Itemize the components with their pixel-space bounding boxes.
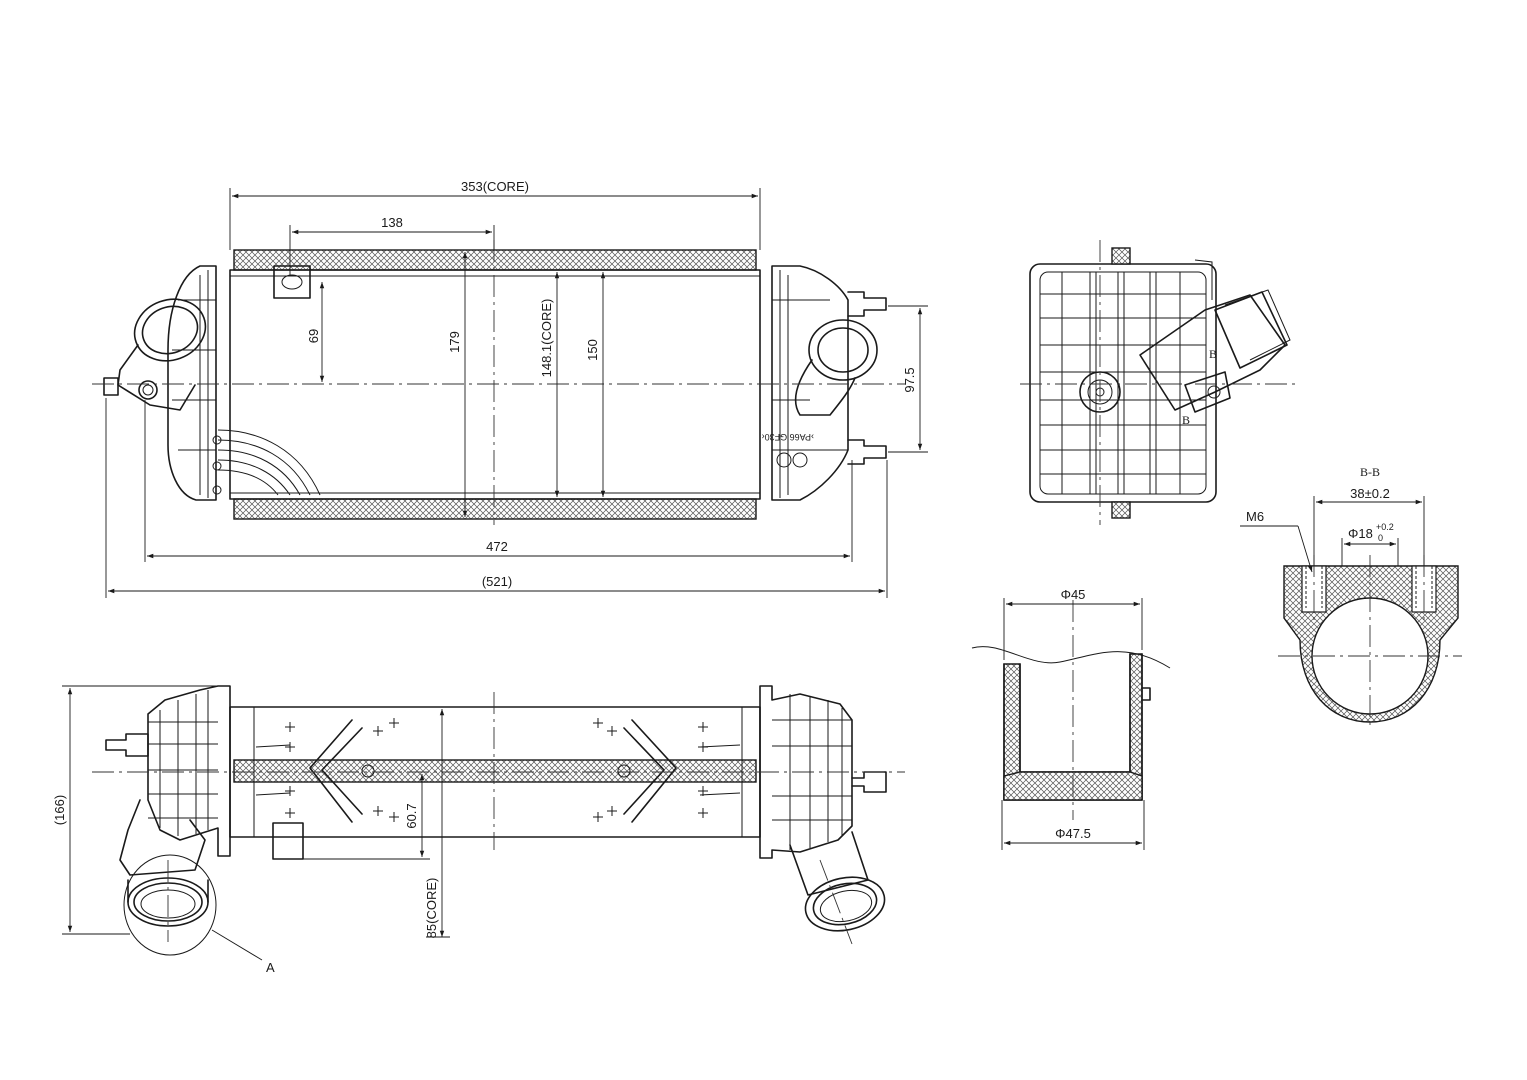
section-title: B-B xyxy=(1360,465,1380,479)
dim-pipe-outer-label: Φ47.5 xyxy=(1055,826,1091,841)
core-body xyxy=(229,269,761,500)
chevron-right xyxy=(623,719,677,823)
tank-end-outline xyxy=(1029,263,1217,503)
detail-a-circle xyxy=(123,854,217,956)
dim-179-label: 179 xyxy=(447,331,462,353)
dim-138-label: 138 xyxy=(381,215,403,230)
dim-38-label: 38±0.2 xyxy=(1350,486,1390,501)
thread-label: M6 xyxy=(1246,509,1264,524)
material-mark: ›PA66 GF30‹ xyxy=(762,432,814,442)
stud-top xyxy=(847,291,887,317)
dim-core-width: 353(CORE) xyxy=(229,179,761,250)
top-mount xyxy=(1111,247,1131,265)
dim-60-7-label: 60.7 xyxy=(404,803,419,828)
dim-150-label: 150 xyxy=(585,339,600,361)
right-tank-top xyxy=(759,685,853,859)
dim-core-depth-label: 85(CORE) xyxy=(424,878,439,939)
bracket-bottom xyxy=(272,822,304,860)
dim-bore-label: Φ18 xyxy=(1348,526,1373,541)
dim-overall-depth-label: (166) xyxy=(52,795,67,825)
left-pipe-top xyxy=(119,799,206,876)
dim-bore-tol-upper: +0.2 xyxy=(1376,522,1394,532)
dim-overall-length-label: (521) xyxy=(482,574,512,589)
section-mark-upper: B xyxy=(1209,347,1217,361)
dim-179: 179 xyxy=(447,252,468,517)
dim-69: 69 xyxy=(306,282,325,382)
pipe-section: Φ45 Φ47.5 xyxy=(971,587,1171,850)
core-bottom-plate xyxy=(233,498,757,520)
front-view: ›PA66 GF30‹ 353(CORE) 138 69 179 148.1(C xyxy=(92,179,928,598)
dim-core-height: 148.1(CORE) xyxy=(539,272,560,497)
dim-472-label: 472 xyxy=(486,539,508,554)
right-pipe-top xyxy=(789,831,869,896)
left-inlet-pipe xyxy=(103,298,207,411)
top-view: A (166) 60.7 85(C xyxy=(52,685,905,975)
chevron-left xyxy=(309,719,363,823)
dim-97-5: 97.5 xyxy=(888,305,928,453)
side-view: B B xyxy=(1020,240,1300,525)
left-tank xyxy=(167,265,217,501)
stud-bottom xyxy=(847,439,887,465)
dim-69-label: 69 xyxy=(306,329,321,343)
dim-97-5-label: 97.5 xyxy=(902,367,917,392)
section-b-b: B-B 38±0.2 Φ18 +0.2 0 M6 xyxy=(1240,465,1462,725)
dim-138: 138 xyxy=(289,215,495,275)
dim-core-height-label: 148.1(CORE) xyxy=(539,299,554,378)
right-tank xyxy=(771,265,849,501)
dim-overall-length: (521) xyxy=(105,398,888,598)
mount-bracket xyxy=(273,265,311,299)
dim-overall-depth: (166) xyxy=(52,685,218,935)
dim-core-depth: 85(CORE) xyxy=(424,709,450,938)
core-top-plate xyxy=(233,249,757,271)
left-tank-top xyxy=(147,685,231,857)
section-mark-lower: B xyxy=(1182,413,1190,427)
dim-bore-tol-lower: 0 xyxy=(1378,533,1383,543)
dim-472: 472 xyxy=(144,400,853,562)
dim-150: 150 xyxy=(585,272,606,497)
angled-port xyxy=(1139,259,1291,413)
right-outlet-pipe xyxy=(794,319,878,416)
dim-60-7: 60.7 xyxy=(303,774,430,860)
bottom-mount xyxy=(1111,501,1131,519)
dim-core-width-label: 353(CORE) xyxy=(461,179,529,194)
detail-a-label: A xyxy=(266,960,275,975)
dim-pipe-inner-label: Φ45 xyxy=(1061,587,1086,602)
